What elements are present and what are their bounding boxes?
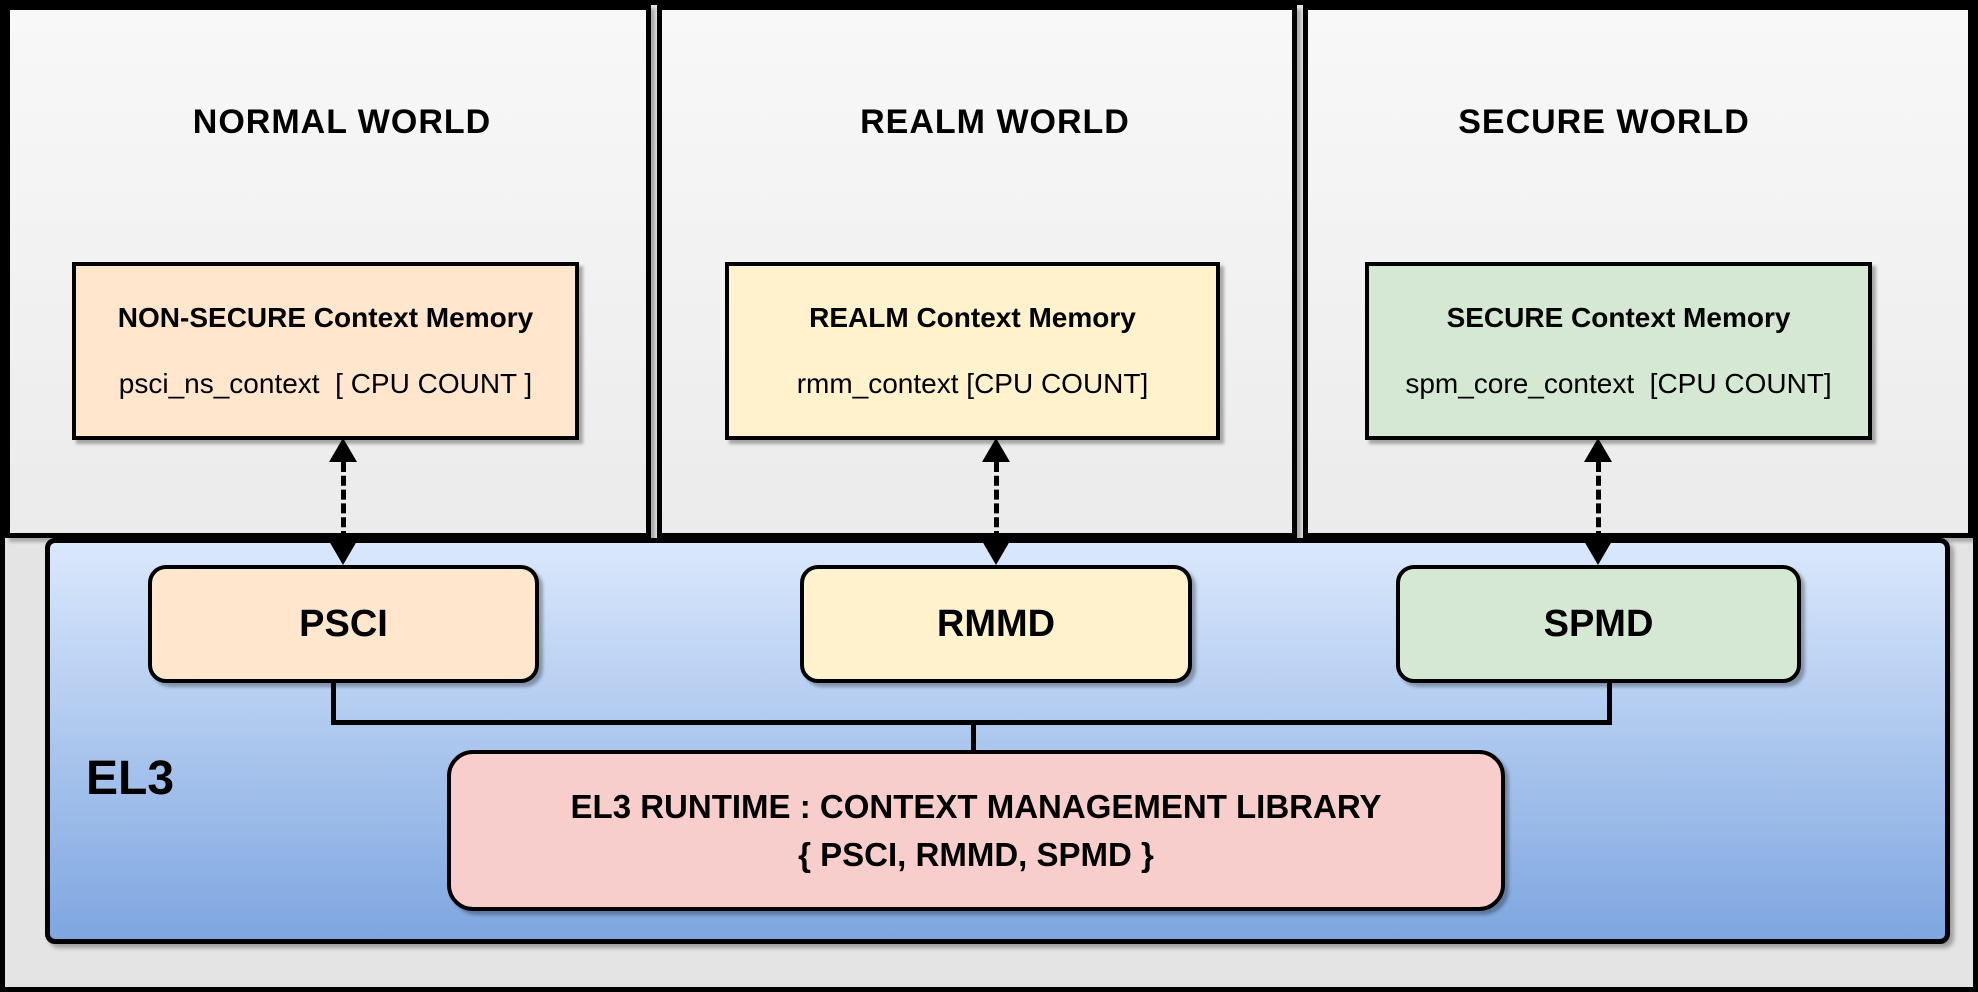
bidirectional-arrow-realm-rmmd bbox=[981, 438, 1011, 565]
runtime-box-line2: { PSCI, RMMD, SPMD } bbox=[798, 835, 1154, 873]
realm-memory-title: REALM Context Memory bbox=[809, 302, 1136, 333]
connector-spmd-stub bbox=[1607, 678, 1612, 725]
arrowhead-up-icon bbox=[1584, 438, 1612, 462]
arrowhead-down-icon bbox=[1584, 541, 1612, 565]
arrowhead-up-icon bbox=[982, 438, 1010, 462]
normal-world-title: NORMAL WORLD bbox=[192, 103, 492, 141]
dashed-line bbox=[1595, 462, 1601, 541]
non-secure-memory-array: psci_ns_context [ CPU COUNT ] bbox=[118, 368, 533, 399]
arrowhead-down-icon bbox=[982, 541, 1010, 565]
secure-memory-array: spm_core_context [CPU COUNT] bbox=[1405, 368, 1832, 399]
non-secure-context-memory-box: NON-SECURE Context Memory psci_ns_contex… bbox=[72, 262, 579, 440]
non-secure-memory-title: NON-SECURE Context Memory bbox=[117, 302, 534, 333]
secure-context-memory-box: SECURE Context Memory spm_core_context [… bbox=[1365, 262, 1872, 440]
connector-psci-stub bbox=[331, 678, 336, 725]
dashed-line bbox=[993, 462, 999, 541]
realm-memory-array: rmm_context [CPU COUNT] bbox=[796, 368, 1149, 399]
arrowhead-down-icon bbox=[329, 541, 357, 565]
psci-box: PSCI bbox=[148, 565, 539, 683]
spmd-box: SPMD bbox=[1396, 565, 1801, 683]
realm-context-memory-box: REALM Context Memory rmm_context [CPU CO… bbox=[725, 262, 1220, 440]
secure-memory-title: SECURE Context Memory bbox=[1446, 302, 1791, 333]
el3-label: EL3 bbox=[86, 752, 175, 805]
bidirectional-arrow-secure-spmd bbox=[1583, 438, 1613, 565]
bidirectional-arrow-ns-psci bbox=[328, 438, 358, 565]
rmmd-box: RMMD bbox=[800, 565, 1192, 683]
connector-runtime-drop bbox=[971, 720, 976, 755]
realm-world-title: REALM WORLD bbox=[860, 103, 1130, 141]
runtime-box-line1: EL3 RUNTIME : CONTEXT MANAGEMENT LIBRARY bbox=[570, 787, 1382, 825]
secure-world-title: SECURE WORLD bbox=[1458, 103, 1750, 141]
arrowhead-up-icon bbox=[329, 438, 357, 462]
dashed-line bbox=[340, 462, 346, 541]
el3-runtime-library-box: EL3 RUNTIME : CONTEXT MANAGEMENT LIBRARY… bbox=[447, 750, 1505, 911]
